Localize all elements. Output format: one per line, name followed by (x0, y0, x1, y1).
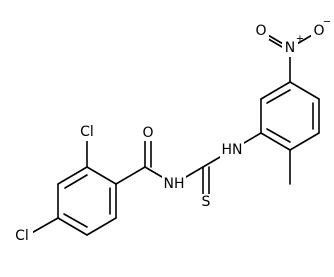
atom-label-nitro-o-right: O (313, 23, 324, 39)
bond (64, 174, 88, 189)
label-background (311, 22, 327, 40)
label-background (253, 22, 269, 40)
bond-lines (27, 30, 320, 236)
atom-label-carbonyl-o: O (142, 125, 153, 141)
atom-label-cl-para: Cl (15, 228, 29, 244)
atom-label-nitro-o-top: O (255, 23, 266, 39)
bond (57, 217, 88, 236)
atom-labels: Cl Cl O NH HN S N + O O − (11, 17, 331, 245)
atom-label-thioamide-nh: HN (222, 142, 243, 158)
bond (289, 132, 320, 151)
bond (266, 128, 291, 143)
bond (86, 166, 117, 185)
label-background (11, 227, 33, 245)
atom-label-amide-nh: NH (164, 176, 185, 192)
bond (63, 213, 88, 228)
bond (260, 132, 291, 151)
label-background (76, 123, 98, 141)
label-background (140, 125, 156, 141)
bond (260, 81, 291, 100)
atom-label-nitro-n: N (285, 40, 295, 56)
bond (115, 166, 146, 185)
atom-label-nitro-plus: + (296, 34, 304, 45)
label-background (220, 141, 244, 159)
label-background (162, 175, 186, 193)
atom-label-thione-s: S (202, 194, 211, 210)
label-background (198, 194, 214, 210)
bond (57, 166, 88, 185)
bond (266, 89, 291, 104)
bond (86, 217, 117, 236)
bond (289, 81, 320, 100)
atom-label-nitro-minus: − (323, 17, 331, 28)
label-background (282, 39, 298, 57)
atom-label-cl-ortho: Cl (80, 124, 94, 140)
